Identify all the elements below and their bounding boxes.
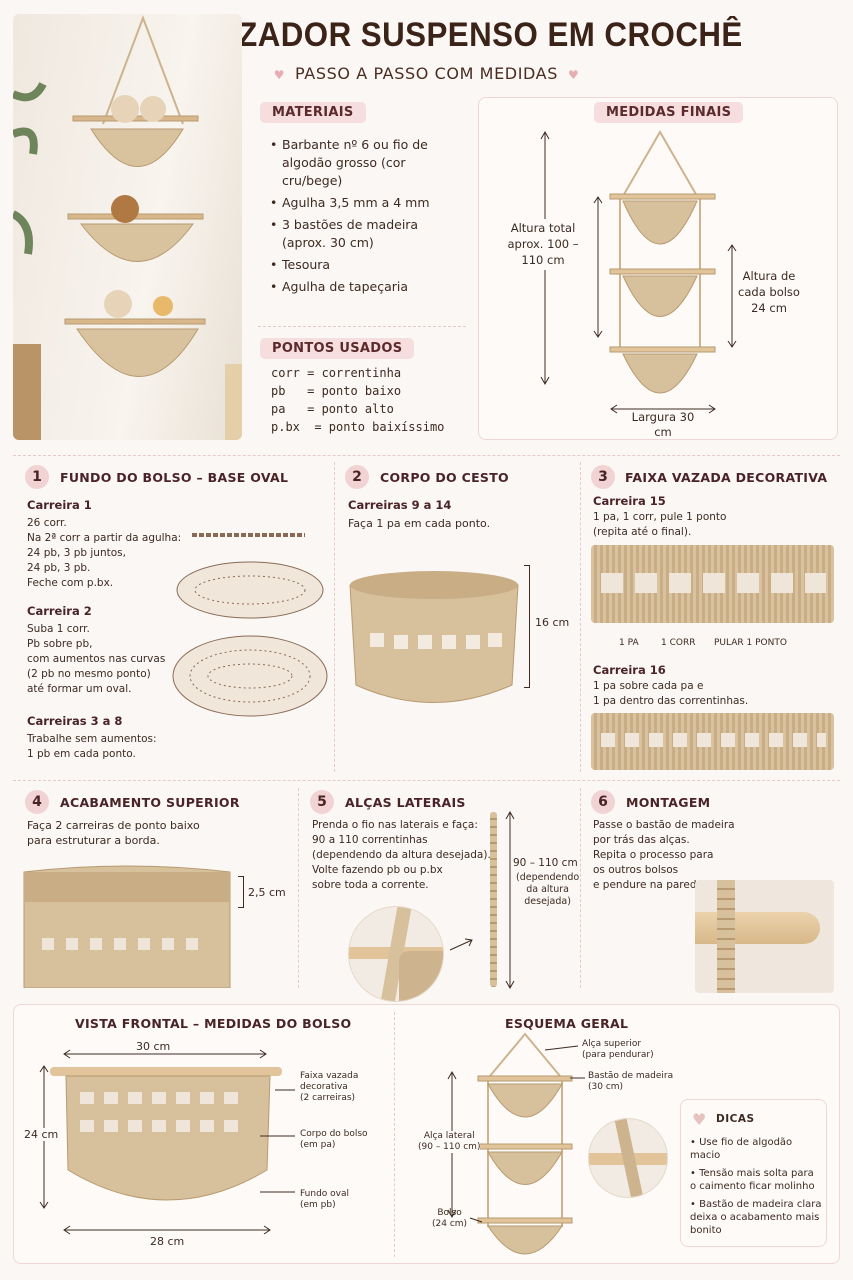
hero-photo bbox=[13, 14, 242, 440]
tips-label: DICAS bbox=[716, 1113, 755, 1125]
pocket-height-label: Altura de cada bolso 24 cm bbox=[738, 269, 800, 315]
step-number: 5 bbox=[310, 790, 334, 814]
list-item: 3 bastões de madeira (aprox. 30 cm) bbox=[270, 216, 460, 252]
list-item: p.bx = ponto baixíssimo bbox=[271, 420, 445, 434]
mesh-band-image bbox=[591, 713, 834, 770]
front-view-title: VISTA FRONTAL – MEDIDAS DO BOLSO bbox=[75, 1016, 352, 1031]
chain-image bbox=[490, 812, 497, 987]
materials-list: Barbante nº 6 ou fio de algodão grosso (… bbox=[270, 136, 460, 300]
step-number: 1 bbox=[25, 465, 49, 489]
list-item: corr = correntinha bbox=[271, 366, 402, 380]
tips-box bbox=[680, 1099, 827, 1247]
scheme-label: Bolso (24 cm) bbox=[432, 1208, 468, 1229]
height-label: 24 cm bbox=[24, 1128, 59, 1141]
list-item: pb = ponto baixo bbox=[271, 384, 402, 398]
list-item: • Tensão mais solta para o caimento fica… bbox=[690, 1168, 815, 1192]
dimension-arrow bbox=[505, 810, 515, 990]
step-text: Faça 2 carreiras de ponto baixo para est… bbox=[27, 819, 200, 847]
stitches-list: corr = correntinha pb = ponto baixo pa =… bbox=[271, 364, 444, 436]
scheme-detail-image bbox=[588, 1118, 668, 1198]
scheme-diagram bbox=[447, 1032, 585, 1255]
heart-icon: ♥ bbox=[692, 1110, 707, 1129]
mount-image bbox=[695, 880, 834, 993]
front-view-diagram bbox=[39, 1049, 295, 1235]
scheme-label: Bastão de madeira (30 cm) bbox=[588, 1071, 674, 1092]
total-height-label: Altura total aprox. 100 – 110 cm bbox=[500, 220, 586, 268]
step-title: ACABAMENTO SUPERIOR bbox=[60, 795, 240, 810]
row-title: Carreira 1 bbox=[27, 498, 92, 512]
front-label: Corpo do bolso (em pa) bbox=[300, 1129, 368, 1150]
list-item: • Use fio de algodão macio bbox=[690, 1137, 793, 1161]
heart-icon: ♥ bbox=[567, 68, 580, 82]
row-text: Suba 1 corr. Pb sobre pb, com aumentos n… bbox=[27, 623, 166, 695]
tips-list: • Use fio de algodão macio • Tensão mais… bbox=[690, 1136, 822, 1237]
row-text: 1 pa, 1 corr, pule 1 ponto (repita até o… bbox=[593, 511, 727, 538]
width-top-label: 30 cm bbox=[136, 1040, 171, 1053]
list-item: • Bastão de madeira clara deixa o acabam… bbox=[690, 1199, 822, 1236]
mesh-label: PULAR 1 PONTO bbox=[714, 638, 787, 648]
list-item: Barbante nº 6 ou fio de algodão grosso (… bbox=[270, 136, 460, 190]
step-text: Prenda o fio nas laterais e faça: 90 a 1… bbox=[312, 819, 491, 891]
mesh-label: 1 PA bbox=[619, 638, 639, 648]
basket-image bbox=[349, 571, 519, 703]
step-number: 2 bbox=[345, 465, 369, 489]
step-title: CORPO DO CESTO bbox=[380, 470, 509, 485]
arrow-icon bbox=[449, 938, 473, 951]
materials-label: MATERIAIS bbox=[260, 102, 366, 123]
step-text: Passe o bastão de madeira por trás das a… bbox=[593, 819, 735, 891]
page-subtitle: ♥PASSO A PASSO COM MEDIDAS♥ bbox=[273, 64, 580, 83]
list-item: Tesoura bbox=[270, 256, 460, 274]
mesh-band-image bbox=[591, 545, 834, 623]
border-image bbox=[23, 865, 231, 988]
strap-detail-image bbox=[348, 906, 444, 1002]
mesh-label: 1 CORR bbox=[661, 638, 696, 648]
width-label: Largura 30 cm bbox=[631, 410, 695, 439]
step-title: ALÇAS LATERAIS bbox=[345, 795, 466, 810]
step-title: FUNDO DO BOLSO – BASE OVAL bbox=[60, 470, 289, 485]
list-item: Agulha 3,5 mm a 4 mm bbox=[270, 194, 460, 212]
step-number: 4 bbox=[25, 790, 49, 814]
front-label: Faixa vazada decorativa (2 carreiras) bbox=[300, 1071, 359, 1103]
dimension-label: 2,5 cm bbox=[248, 886, 286, 899]
row-title: Carreira 2 bbox=[27, 604, 92, 618]
dimension-label: 16 cm bbox=[535, 616, 570, 629]
scheme-title: ESQUEMA GERAL bbox=[505, 1016, 629, 1031]
step-title: MONTAGEM bbox=[626, 795, 711, 810]
step-number: 6 bbox=[591, 790, 615, 814]
step-number: 3 bbox=[591, 465, 615, 489]
oval-diagram bbox=[172, 533, 328, 717]
row-text: Faça 1 pa em cada ponto. bbox=[348, 517, 491, 530]
width-bottom-label: 28 cm bbox=[150, 1235, 185, 1248]
list-item: Agulha de tapeçaria bbox=[270, 278, 460, 296]
stitches-label: PONTOS USADOS bbox=[260, 338, 415, 359]
scheme-label: Alça lateral (90 – 110 cm) bbox=[418, 1131, 481, 1153]
measures-diagram bbox=[540, 130, 737, 414]
row-title: Carreira 15 bbox=[593, 494, 666, 508]
front-label: Fundo oval (em pb) bbox=[300, 1189, 350, 1210]
scheme-label: Alça superior (para pendurar) bbox=[582, 1039, 654, 1060]
row-title: Carreira 16 bbox=[593, 663, 666, 677]
list-item: pa = ponto alto bbox=[271, 402, 394, 416]
row-text: 26 corr. Na 2ª corr a partir da agulha: … bbox=[27, 517, 182, 589]
measures-label: MEDIDAS FINAIS bbox=[594, 102, 744, 123]
row-title: Carreiras 3 a 8 bbox=[27, 714, 123, 728]
row-text: Trabalhe sem aumentos: 1 pb em cada pont… bbox=[27, 733, 157, 760]
dimension-label: 90 – 110 cm bbox=[513, 857, 578, 869]
step-title: FAIXA VAZADA DECORATIVA bbox=[625, 470, 828, 485]
row-text: 1 pa sobre cada pa e 1 pa dentro das cor… bbox=[593, 680, 749, 707]
row-title: Carreiras 9 a 14 bbox=[348, 498, 452, 512]
heart-icon: ♥ bbox=[273, 68, 286, 82]
dimension-note: (dependendo da altura desejada) bbox=[516, 872, 580, 907]
